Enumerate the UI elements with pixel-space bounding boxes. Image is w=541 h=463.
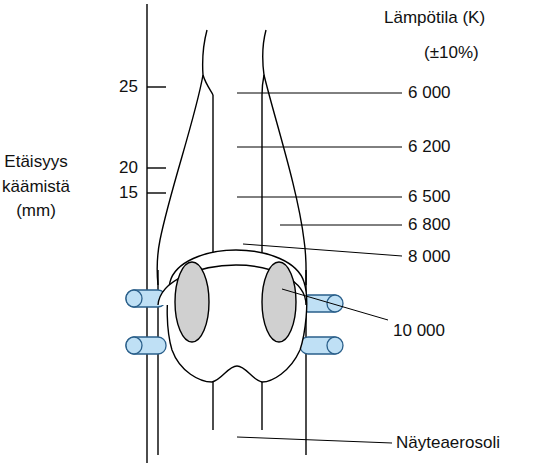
temperature-label: 6 500 xyxy=(408,187,451,207)
tick-value: 20 xyxy=(119,158,138,178)
axis-title: Lämpötila (K) xyxy=(384,8,485,28)
temperature-label: 6 000 xyxy=(408,83,451,103)
tick-value: 25 xyxy=(119,77,138,97)
tolerance-note: (±10%) xyxy=(424,43,479,63)
temperature-label: 6 200 xyxy=(408,137,451,157)
temperature-label: 6 800 xyxy=(408,215,451,235)
temperature-label: 10 000 xyxy=(393,321,445,341)
tick-value: 15 xyxy=(119,183,138,203)
axis-label: Etäisyys käämistä (mm) xyxy=(0,150,72,224)
part-name: Näyteaerosoli xyxy=(396,433,500,453)
temperature-label: 8 000 xyxy=(408,247,451,267)
